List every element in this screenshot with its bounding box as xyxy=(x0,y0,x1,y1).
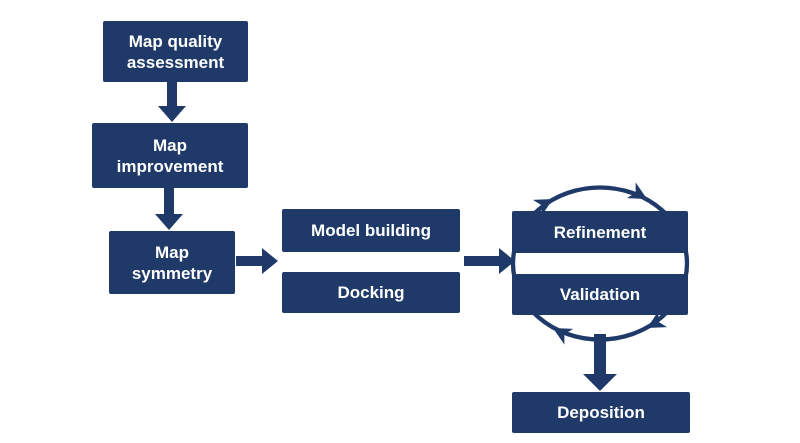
node-label-model-building: Model building xyxy=(311,221,431,240)
arrow-map-symmetry-to-model-building xyxy=(236,248,278,274)
node-label-map-quality-assessment: Map quality assessment xyxy=(126,31,225,72)
node-label-refinement: Refinement xyxy=(553,222,647,242)
arrow-map-improvement-to-map-symmetry xyxy=(155,188,183,230)
node-model-building: Model building xyxy=(282,209,460,252)
node-map-quality-assessment: Map quality assessment xyxy=(103,21,248,82)
node-refinement: Refinement xyxy=(512,211,688,253)
node-label-docking: Docking xyxy=(337,283,405,302)
node-validation: Validation xyxy=(512,274,688,315)
node-deposition: Deposition xyxy=(512,392,690,433)
arrow-docking-to-refinement xyxy=(464,248,515,274)
node-map-improvement: Map improvement xyxy=(92,123,248,188)
arrow-validation-to-deposition xyxy=(583,334,617,391)
node-label-map-symmetry: Map symmetry xyxy=(131,242,213,283)
node-map-symmetry: Map symmetry xyxy=(109,231,235,294)
cycle-arrowhead-bottom-left-icon xyxy=(553,328,574,345)
node-label-map-improvement: Map improvement xyxy=(116,135,224,176)
cycle-arrowhead-top-left-icon xyxy=(532,199,553,216)
cycle-arrowhead-top-right-icon xyxy=(626,182,647,199)
node-label-validation: Validation xyxy=(559,285,641,304)
cycle-arrowhead-bottom-right-icon xyxy=(647,311,668,328)
arrow-map-quality-to-map-improvement xyxy=(158,81,186,122)
node-docking: Docking xyxy=(282,272,460,313)
node-label-deposition: Deposition xyxy=(557,403,645,422)
